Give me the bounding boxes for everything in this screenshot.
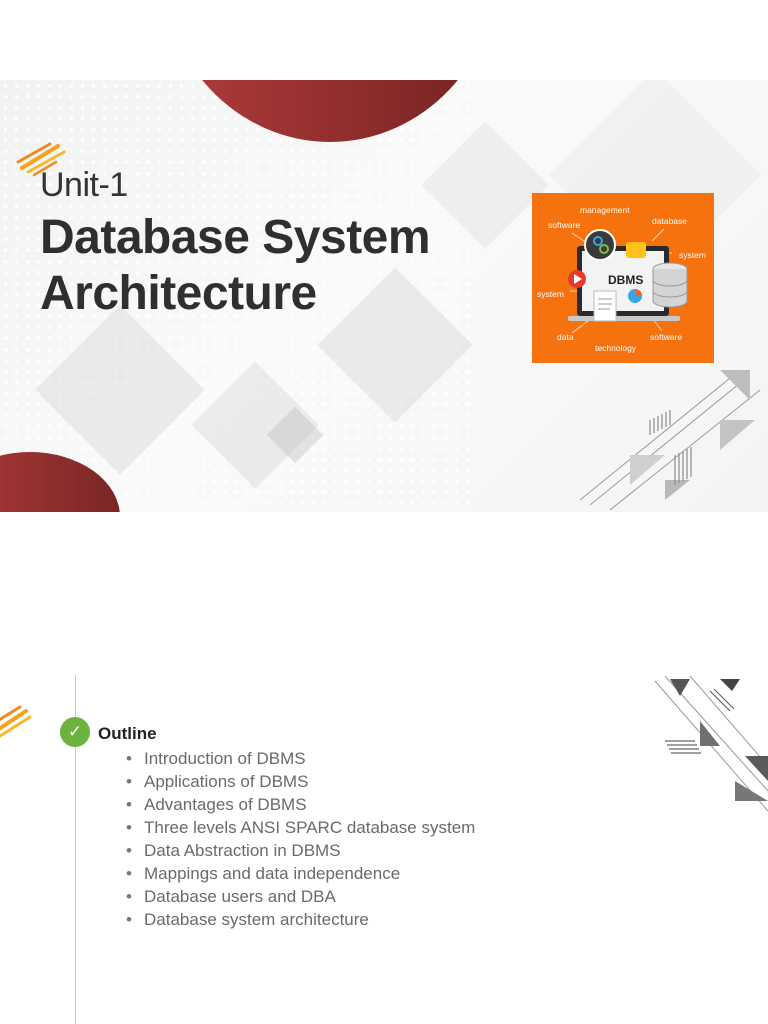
label-database: database [652,216,687,226]
outline-list: •Introduction of DBMS •Applications of D… [126,747,475,931]
label-system: system [679,250,706,260]
list-item: •Data Abstraction in DBMS [126,841,341,860]
list-item-text: Database users and DBA [144,887,336,906]
label-system: system [537,289,564,299]
label-software: software [548,220,580,230]
list-item: •Three levels ANSI SPARC database system [126,818,476,837]
title-line: Architecture [40,267,317,320]
label-software: software [650,332,682,342]
list-item-text: Introduction of DBMS [144,749,306,768]
list-item-text: Mappings and data independence [144,864,401,883]
dbms-label: DBMS [608,273,643,287]
list-item: •Applications of DBMS [126,772,309,791]
list-item: •Mappings and data independence [126,864,401,883]
list-item: •Database system architecture [126,910,369,929]
label-management: management [580,205,630,215]
list-item-text: Data Abstraction in DBMS [144,841,341,860]
divider-line [75,675,76,1024]
decorative-lines [654,675,768,812]
label-technology: technology [595,343,637,353]
list-item-text: Advantages of DBMS [144,795,307,814]
title-line: Database System [40,211,431,264]
dot-pattern [0,80,470,512]
list-item-text: Three levels ANSI SPARC database system [144,818,476,837]
list-item: •Introduction of DBMS [126,749,306,768]
title-slide: Unit-1 Database System Architecture mana… [0,80,768,512]
outline-slide: ✓ Outline •Introduction of DBMS •Applica… [0,665,768,1024]
list-item-text: Applications of DBMS [144,772,309,791]
unit-label: Unit-1 [40,166,128,204]
list-item-text: Database system architecture [144,910,369,929]
label-data: data [557,332,574,342]
flame-icon [16,142,66,177]
check-icon: ✓ [60,717,90,747]
list-item: •Advantages of DBMS [126,795,307,814]
outline-heading: Outline [98,724,157,743]
flame-icon [0,705,32,738]
slide-title: Database System Architecture [40,210,480,322]
dbms-illustration: management database software system syst… [532,193,714,363]
list-item: •Database users and DBA [126,887,336,906]
decorative-lines [579,369,761,510]
